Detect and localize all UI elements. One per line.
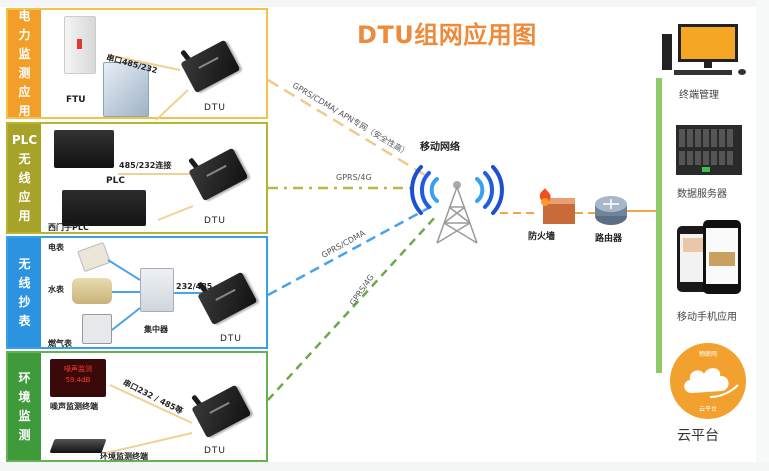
dtu-label: DTU (204, 103, 227, 113)
ftu-cabinet-icon (103, 62, 149, 117)
terminal-management-label: 终端管理 (679, 90, 719, 101)
panel-side-label: 无 线 抄 表 (8, 238, 41, 347)
panel-side-label: PLC 无 线 应 用 (8, 124, 41, 232)
diagram-title: DTU组网应用图 (357, 21, 537, 49)
panel-side-label: 环 境 监 测 (8, 353, 41, 460)
dtu-label: DTU (204, 216, 227, 226)
noise-display-icon: 噪声监测 59.4dB (50, 359, 106, 397)
link-label-232: 232/485 (176, 282, 213, 291)
cloud-platform-label: 云平台 (677, 428, 719, 444)
link-label-485: 485/232连接 (119, 161, 172, 170)
dtu-label: DTU (220, 334, 243, 344)
siemens-plc-label: 西门子PLC (48, 223, 89, 232)
panel4-wires (105, 384, 193, 454)
platform-bus-line (656, 78, 662, 373)
firewall-label: 防火墙 (528, 232, 556, 242)
link-line-power (267, 78, 426, 177)
data-server-label: 数据服务器 (677, 189, 727, 200)
mobile-network-label: 移动网络 (420, 142, 460, 153)
cloud-icon (684, 368, 739, 398)
plc-device-icon (54, 130, 114, 168)
panel-wireless-meter-reading: 无 线 抄 表 电表 水表 燃气表 集中器 232/485 DTU (6, 236, 268, 349)
plc-label: PLC (106, 176, 125, 186)
router-icon (595, 196, 627, 225)
electric-meter-label: 电表 (48, 243, 64, 252)
ftu-label: FTU (66, 95, 86, 105)
panel-power-monitoring: 电 力 监 测 应 用 FTU 串口485/232 DTU (6, 8, 268, 121)
dtu-label: DTU (204, 446, 227, 456)
water-meter-label: 水表 (48, 285, 64, 294)
panel2-wires (118, 173, 194, 221)
concentrator-label: 集中器 (144, 325, 168, 334)
water-meter-icon (72, 278, 112, 304)
concentrator-icon (140, 268, 174, 312)
panel-environment-monitoring: 环 境 监 测 噪声监测 59.4dB 噪声监测终端 环境监测终端 串口232 … (6, 351, 268, 462)
gas-meter-icon (82, 314, 112, 344)
env-terminal-label: 环境监测终端 (100, 452, 148, 461)
top-margin-bar (0, 0, 769, 7)
panel1-wires (107, 54, 189, 121)
siemens-plc-icon (62, 190, 146, 226)
right-margin-bar (756, 0, 769, 471)
mobile-phone-icon (677, 220, 741, 294)
bottom-margin-bar (0, 462, 769, 471)
gas-meter-label: 燃气表 (48, 339, 72, 348)
data-server-icon (676, 125, 742, 175)
router-label: 路由器 (595, 234, 623, 244)
cloud-platform-icon: 物联网 云平台 (670, 343, 746, 419)
desktop-computer-icon (662, 24, 746, 75)
mobile-app-label: 移动手机应用 (677, 312, 737, 323)
panel-side-label: 电 力 监 测 应 用 (8, 9, 41, 118)
firewall-icon (539, 188, 575, 224)
panel-plc-wireless: PLC 无 线 应 用 PLC 西门子PLC 485/232连接 DTU (6, 122, 268, 234)
cell-tower-icon (410, 165, 504, 244)
ftu-device-icon (64, 16, 96, 74)
noise-terminal-label: 噪声监测终端 (50, 402, 98, 411)
link-label-plc: GPRS/4G (336, 173, 372, 182)
